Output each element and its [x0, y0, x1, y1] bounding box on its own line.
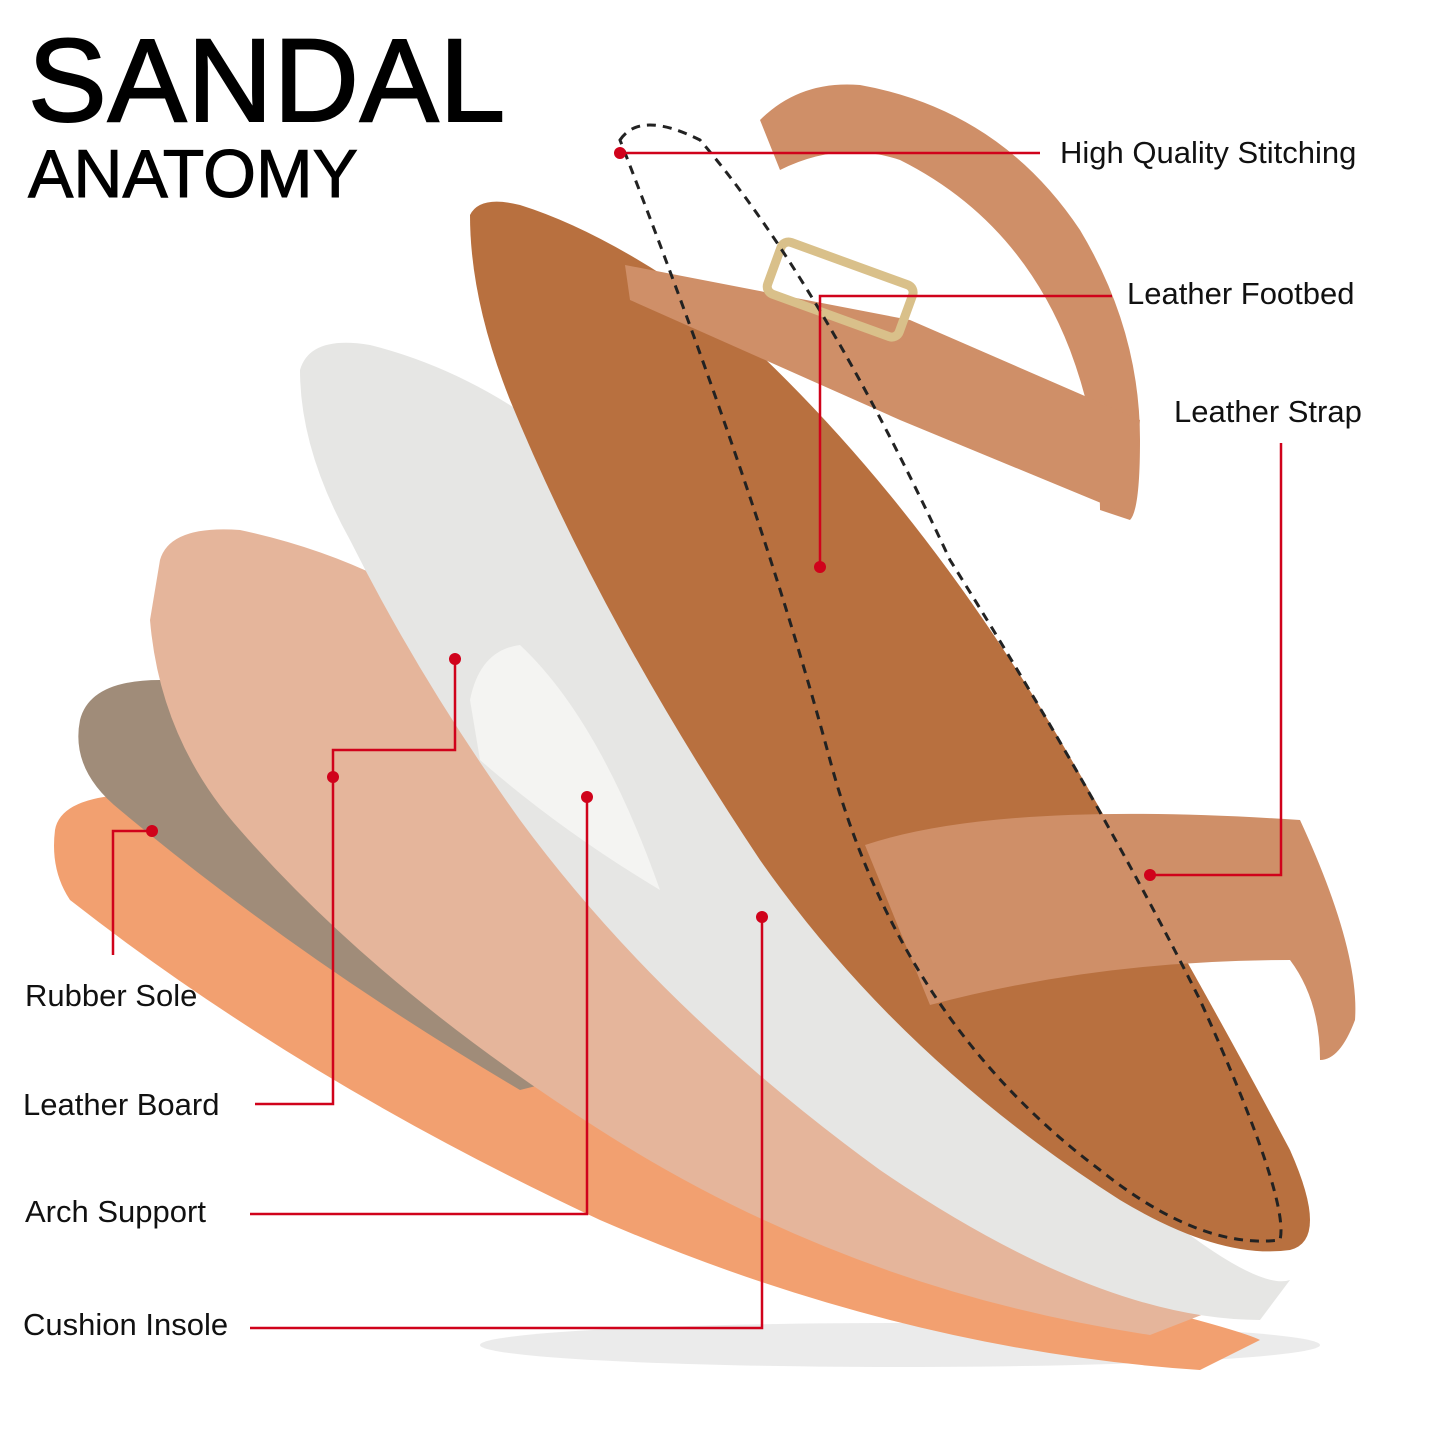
page-title: SANDAL [27, 15, 507, 147]
label-footbed: Leather Footbed [1127, 276, 1355, 311]
buckle [762, 237, 918, 342]
callout-lines [111, 151, 1283, 1330]
label-stitching: High Quality Stitching [1060, 135, 1357, 170]
leather-footbed-layer [470, 201, 1310, 1252]
cross-strap [625, 265, 1140, 515]
label-strap: Leather Strap [1174, 394, 1362, 429]
label-rubber-sole: Rubber Sole [25, 978, 198, 1013]
label-arch-support: Arch Support [25, 1194, 206, 1229]
label-cushion-insole: Cushion Insole [23, 1307, 229, 1342]
label-leather-board: Leather Board [23, 1087, 220, 1122]
ankle-strap [760, 84, 1140, 520]
arch-support-insert [470, 645, 660, 890]
callout-dots [146, 147, 1156, 923]
page-subtitle: ANATOMY [28, 136, 359, 212]
